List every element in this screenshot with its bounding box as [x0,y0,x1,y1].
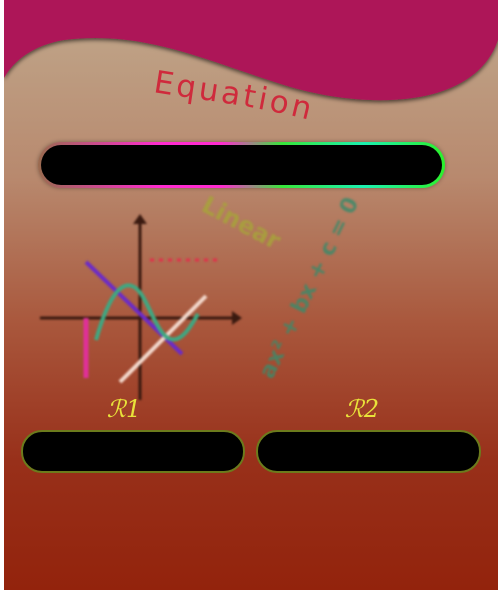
linear-label: Linear [197,191,285,256]
app-title: Equation [151,64,318,128]
result-field-r2[interactable] [256,430,481,473]
result-field-r1[interactable] [21,430,245,473]
app-title-text: Equation [151,64,318,128]
math-illustration: Linear ax² + bx + c = 0 [40,191,364,400]
sine-curve-icon [94,283,200,342]
white-line-icon [118,294,208,384]
quadratic-formula-label: ax² + bx + c = 0 [255,194,364,383]
header-wave-banner [4,0,498,101]
app-window: Equation Linear ax² + bx + c = 0 ℛ1 ℛ2 [4,0,498,590]
result-label-r2: ℛ2 [344,395,380,423]
equation-display[interactable] [38,142,445,188]
result-label-r1: ℛ1 [106,395,142,423]
purple-line-icon [84,260,184,356]
coordinate-axes-icon [40,214,242,400]
